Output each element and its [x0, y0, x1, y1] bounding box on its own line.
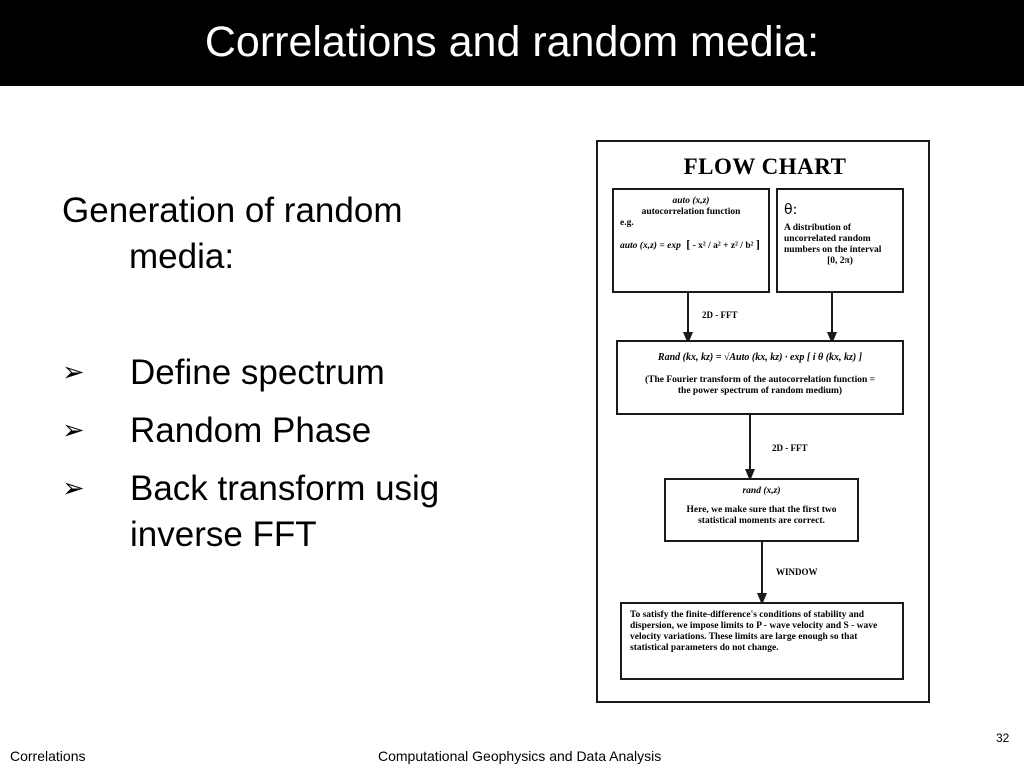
- auto-box-title: auto (x,z): [672, 196, 710, 206]
- rand-k-note: (The Fourier transform of the autocorrel…: [644, 375, 876, 396]
- theta-interval: [0, 2π): [827, 256, 853, 266]
- bullet-text: Random Phase: [130, 411, 372, 450]
- theta-box: θ: A distribution of uncorrelated random…: [776, 188, 904, 293]
- arrow-label-fft-1: 2D - FFT: [702, 310, 738, 320]
- page-number: 32: [996, 731, 1010, 745]
- slide-title: Correlations and random media:: [204, 18, 820, 66]
- rand-k-box: Rand (kx, kz) = √Auto (kx, kz) · exp [ i…: [616, 340, 904, 415]
- auto-formula-lhs: auto (x,z) = exp: [620, 241, 681, 251]
- footer-left: Correlations: [10, 748, 86, 764]
- arrow-window: [757, 542, 767, 605]
- theta-symbol: θ:: [784, 202, 798, 218]
- auto-formula-rest: - x² / a² + z² / b²: [692, 241, 754, 251]
- arrow-fft-1: [683, 293, 693, 344]
- arrow-label-window: WINDOW: [776, 567, 818, 577]
- bullet-text: Define spectrum: [130, 353, 385, 392]
- rand-x-title: rand (x,z): [742, 486, 781, 496]
- bullet-item: ➢ Back transform usig inverse FFT: [62, 466, 502, 558]
- bullet-list: ➢ Define spectrum ➢ Random Phase ➢ Back …: [62, 350, 502, 570]
- slide-heading: Generation of random media:: [62, 191, 403, 276]
- rand-x-box: rand (x,z) Here, we make sure that the f…: [664, 478, 859, 542]
- theta-box-text: A distribution of uncorrelated random nu…: [784, 223, 882, 255]
- arrow-bullet-icon: ➢: [62, 357, 85, 388]
- auto-box-subtitle: autocorrelation function: [641, 207, 741, 217]
- auto-box-eg: e.g.: [620, 218, 634, 228]
- final-constraint-box: To satisfy the finite-difference's condi…: [620, 602, 904, 680]
- autocorrelation-box: auto (x,z) autocorrelation function e.g.…: [612, 188, 770, 293]
- bullet-item: ➢ Define spectrum: [62, 350, 502, 396]
- rand-k-formula: Rand (kx, kz) = √Auto (kx, kz) · exp [ i…: [657, 352, 863, 363]
- bullet-item: ➢ Random Phase: [62, 408, 502, 454]
- final-box-text: To satisfy the finite-difference's condi…: [630, 610, 878, 653]
- title-bar: Correlations and random media:: [0, 0, 1024, 86]
- bullet-text: Back transform usig inverse FFT: [130, 469, 440, 554]
- arrow-bullet-icon: ➢: [62, 473, 85, 504]
- footer-center: Computational Geophysics and Data Analys…: [378, 748, 662, 764]
- rand-x-text: Here, we make sure that the first two st…: [686, 505, 837, 526]
- flow-chart-title: FLOW CHART: [683, 154, 847, 179]
- arrow-fft-2: [745, 415, 755, 481]
- arrow-label-fft-2: 2D - FFT: [772, 443, 808, 453]
- arrow-bullet-icon: ➢: [62, 415, 85, 446]
- arrow-theta: [827, 293, 837, 344]
- flow-chart-figure: FLOW CHART auto (x,z) autocorrelation fu…: [596, 140, 930, 703]
